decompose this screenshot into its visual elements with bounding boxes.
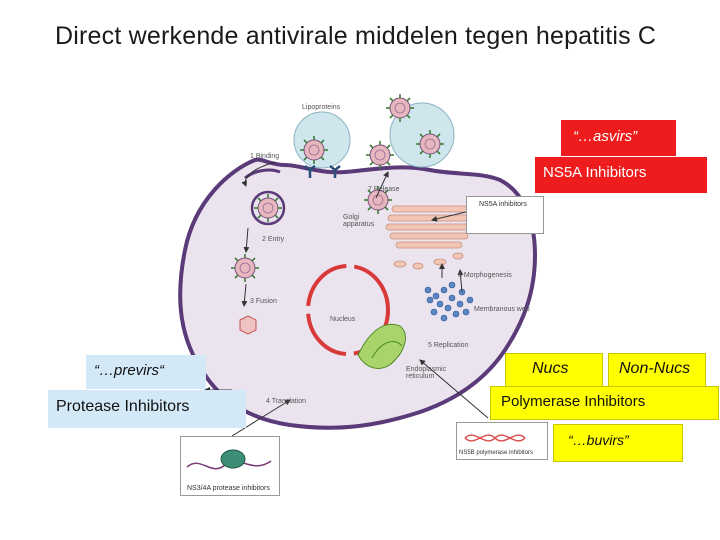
protease-icon [186, 449, 272, 470]
buvirs-box: “…buvirs” [553, 424, 683, 462]
lipoprotein [293, 111, 351, 169]
ns5a-inhibitors-box: NS5A Inhibitors [535, 157, 707, 193]
label-translation: 4 Translation [266, 398, 307, 405]
label-morphogenesis: 6 Morphogenesis [458, 272, 512, 279]
ns34a-inset: NS3/4A protease inhibitors [180, 436, 280, 496]
label-release: 7 Release [368, 186, 400, 193]
label-fusion: 3 Fusion [250, 298, 277, 305]
label-entry: 2 Entry [262, 236, 285, 243]
nucleus [306, 264, 390, 356]
label-membranous-web: Membranous web [474, 306, 530, 313]
slide-title: Direct werkende antivirale middelen tege… [55, 22, 657, 50]
asvirs-box: “…asvirs” [561, 120, 676, 156]
label-golgi: Golgi apparatus [343, 214, 375, 228]
nucs-box: Nucs [505, 353, 603, 387]
non-nucs-box: Non-Nucs [608, 353, 706, 387]
label-lipoproteins: Lipoproteins [302, 104, 341, 111]
label-er: Endoplasmic reticulum [406, 366, 447, 380]
polymerase-inhibitors-box: Polymerase Inhibitors [490, 386, 719, 420]
label-nucleus: Nucleus [330, 316, 356, 323]
ns5a-inset: NS5A inhibitors [466, 196, 544, 234]
ns5a-inset-label: NS5A inhibitors [479, 201, 527, 208]
rna-helix-icon [464, 434, 526, 442]
ns34a-inset-label: NS3/4A protease inhibitors [187, 485, 270, 492]
label-binding: 1 Binding [250, 153, 280, 160]
ns5b-inset-label: NS5B polymerase inhibitors [459, 450, 534, 456]
previrs-box: “…previrs“ [86, 355, 206, 389]
protease-inhibitors-box: Protease Inhibitors [48, 390, 246, 428]
ns5b-inset: NS5B polymerase inhibitors [456, 422, 548, 460]
label-replication: 5 Replication [428, 342, 469, 349]
